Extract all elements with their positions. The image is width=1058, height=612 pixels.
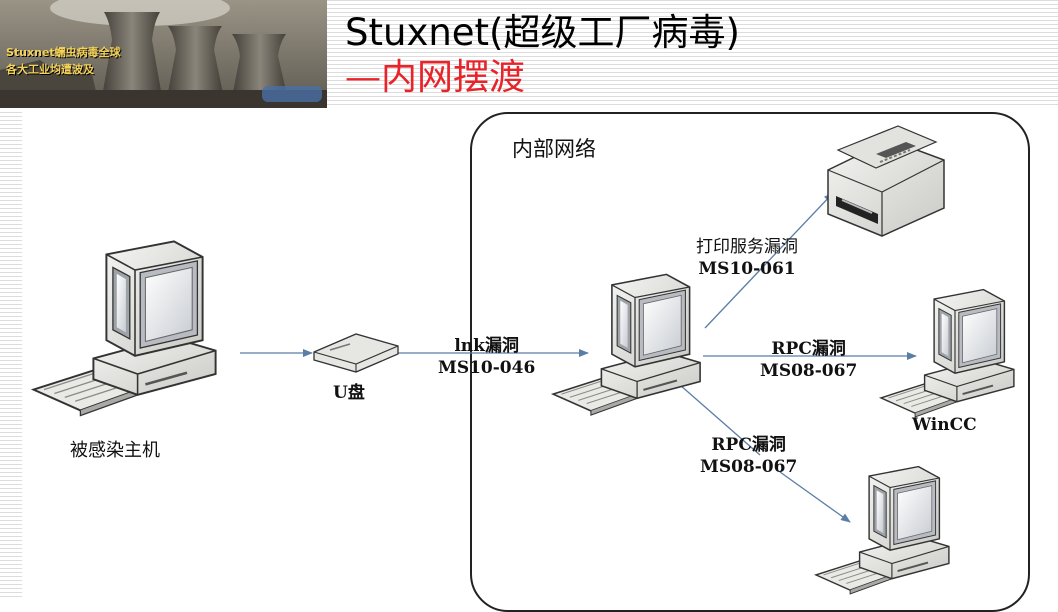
lnk-vuln-name: lnk漏洞 bbox=[438, 335, 535, 357]
lnk-vuln-id: MS10-046 bbox=[438, 357, 535, 379]
rpc-vuln-wincc-id: MS08-067 bbox=[760, 360, 857, 382]
print-vulnerability-label: 打印服务漏洞 MS10-061 bbox=[696, 236, 798, 280]
usb-label: U盘 bbox=[333, 382, 365, 404]
network-diagram bbox=[0, 0, 1058, 598]
rpc-vuln-lower-id: MS08-067 bbox=[700, 456, 797, 478]
internal-pc bbox=[553, 274, 700, 415]
usb-drive-icon bbox=[314, 334, 398, 372]
internal-network-label: 内部网络 bbox=[512, 136, 596, 162]
lower-target-computer bbox=[816, 467, 949, 594]
rpc-vuln-lower-name: RPC漏洞 bbox=[700, 434, 797, 456]
print-vuln-id: MS10-061 bbox=[696, 258, 798, 280]
infected-host-computer bbox=[34, 241, 216, 415]
wincc-label: WinCC bbox=[912, 414, 977, 436]
lnk-vulnerability-label: lnk漏洞 MS10-046 bbox=[438, 335, 535, 379]
wincc-computer bbox=[881, 290, 1014, 417]
rpc-vulnerability-wincc-label: RPC漏洞 MS08-067 bbox=[760, 338, 857, 382]
infected-host-label: 被感染主机 bbox=[70, 440, 160, 462]
print-vuln-name: 打印服务漏洞 bbox=[696, 236, 798, 258]
printer-icon bbox=[828, 126, 944, 236]
rpc-vulnerability-lower-label: RPC漏洞 MS08-067 bbox=[700, 434, 797, 478]
rpc-vuln-wincc-name: RPC漏洞 bbox=[760, 338, 857, 360]
